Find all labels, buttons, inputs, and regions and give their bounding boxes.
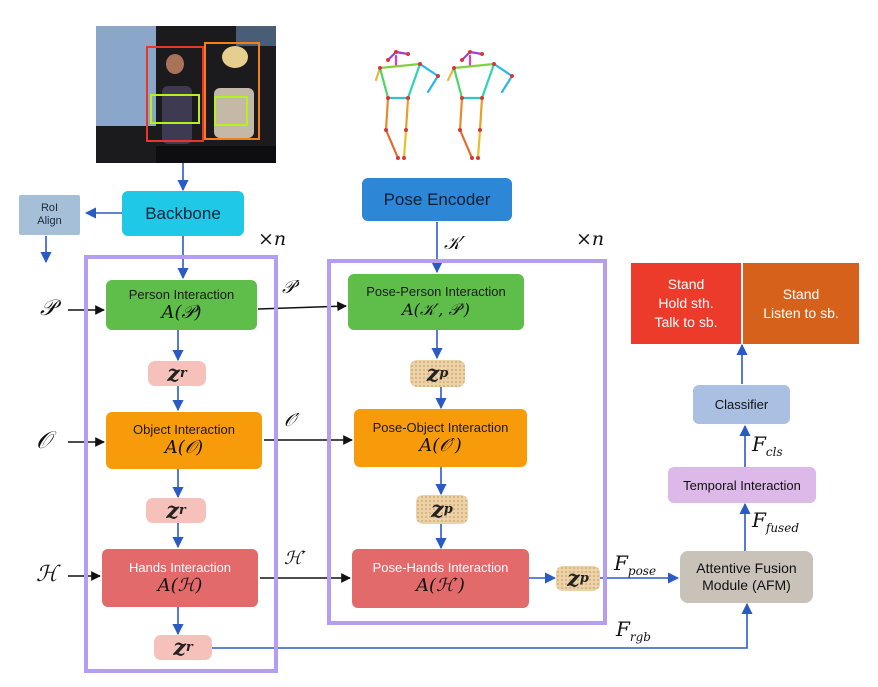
roi-align-label: RoI Align xyxy=(37,202,62,227)
person-interaction-title: Person Interaction xyxy=(128,286,235,302)
object-prime-label: 𝒪′ xyxy=(284,410,300,431)
person-box-orange xyxy=(204,42,260,140)
pose-encoder-label: Pose Encoder xyxy=(383,189,491,209)
backbone-block: Backbone xyxy=(122,191,244,236)
rgb-branch-container xyxy=(84,255,278,673)
k-prime-label: 𝒦′ xyxy=(444,233,465,254)
pose-skeleton-image xyxy=(374,50,514,160)
person-interaction-formula: A(𝒫) xyxy=(161,301,202,323)
pose-person-interaction-block: Pose-Person Interaction A(𝒦′, 𝒫′) xyxy=(348,274,524,330)
output-labels-person-1: Stand Hold sth. Talk to sb. xyxy=(631,263,741,344)
hand-box-2 xyxy=(214,96,248,126)
temporal-interaction-block: Temporal Interaction xyxy=(668,467,816,503)
object-interaction-block: Object Interaction A(𝒪) xyxy=(106,412,262,469)
repeat-n-right: ×n xyxy=(576,228,605,250)
hands-input-symbol: ℋ xyxy=(36,562,58,587)
pose-object-interaction-formula: A(𝒪′) xyxy=(419,434,462,456)
person-interaction-block: Person Interaction A(𝒫) xyxy=(106,280,257,330)
pose-hands-interaction-title: Pose-Hands Interaction xyxy=(372,560,509,575)
afm-block: Attentive Fusion Module (AFM) xyxy=(680,551,813,603)
pose-person-interaction-formula: A(𝒦′, 𝒫′) xyxy=(402,299,470,319)
pose-object-interaction-block: Pose-Object Interaction A(𝒪′) xyxy=(354,409,527,467)
pose-person-interaction-title: Pose-Person Interaction xyxy=(366,283,506,299)
hands-prime-label: ℋ′ xyxy=(284,548,306,569)
pose-object-interaction-title: Pose-Object Interaction xyxy=(372,419,509,435)
pose-hands-interaction-block: Pose-Hands Interaction A(ℋ′) xyxy=(352,549,529,608)
hands-interaction-title: Hands Interaction xyxy=(129,559,231,575)
person-input-symbol: 𝒫 xyxy=(40,296,56,321)
person-box-red xyxy=(146,46,204,142)
pose-hands-interaction-formula: A(ℋ′) xyxy=(416,575,465,596)
object-interaction-title: Object Interaction xyxy=(133,422,235,437)
classifier-label: Classifier xyxy=(714,397,769,412)
output-labels-person-2: Stand Listen to sb. xyxy=(741,263,859,344)
roi-align-block: RoI Align xyxy=(19,195,80,235)
backbone-label: Backbone xyxy=(145,203,221,223)
video-frame-image xyxy=(96,26,276,163)
temporal-interaction-label: Temporal Interaction xyxy=(683,477,801,493)
hand-box-1 xyxy=(150,94,200,124)
f-rgb-label: Frgb xyxy=(616,617,651,644)
pose-encoder-block: Pose Encoder xyxy=(362,178,512,221)
hands-interaction-block: Hands Interaction A(ℋ) xyxy=(102,549,258,607)
f-cls-label: Fcls xyxy=(752,432,783,459)
pose-branch-container xyxy=(327,259,607,625)
person-prime-label: 𝒫′ xyxy=(282,277,300,298)
object-interaction-formula: A(𝒪) xyxy=(164,437,204,458)
object-input-symbol: 𝒪 xyxy=(36,426,52,454)
f-pose-label: Fpose xyxy=(614,551,657,578)
f-fused-label: Ffused xyxy=(752,508,800,535)
classifier-block: Classifier xyxy=(693,385,790,424)
afm-label: Attentive Fusion Module (AFM) xyxy=(696,560,797,593)
hands-interaction-formula: A(ℋ) xyxy=(157,574,203,596)
repeat-n-left: ×n xyxy=(258,228,287,250)
